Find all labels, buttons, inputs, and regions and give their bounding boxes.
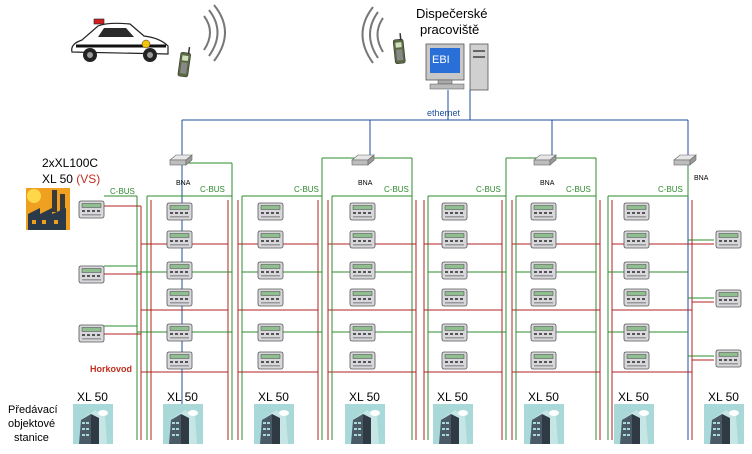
controller-icon bbox=[349, 288, 376, 307]
xl50-label: XL 50 bbox=[77, 390, 108, 404]
cbus-label: C-BUS bbox=[110, 187, 135, 196]
left-station-line1: 2xXL100C bbox=[42, 156, 98, 170]
building-icon bbox=[524, 404, 564, 444]
bna-label: BNA bbox=[540, 180, 555, 187]
bus-wiring bbox=[137, 162, 233, 440]
building-icon bbox=[704, 404, 744, 444]
controller-icon bbox=[257, 351, 284, 370]
controller-icon bbox=[623, 202, 650, 221]
bus-wiring bbox=[423, 157, 601, 440]
xl50-label: XL 50 bbox=[258, 390, 289, 404]
cbus-label: C-BUS bbox=[200, 185, 225, 194]
controller-icon bbox=[441, 202, 468, 221]
bna-label: BNA bbox=[694, 175, 709, 182]
dispatch-title-line2: pracoviště bbox=[420, 22, 479, 37]
mobile-phone-icon bbox=[177, 45, 193, 78]
building-icon bbox=[163, 404, 203, 444]
bna-label: BNA bbox=[358, 180, 373, 187]
bna-label: BNA bbox=[176, 180, 191, 187]
left-station-line2: XL 50 (VS) bbox=[42, 172, 100, 186]
controller-icon bbox=[623, 288, 650, 307]
controller-grid bbox=[166, 202, 742, 370]
controller-icon bbox=[257, 202, 284, 221]
controller-icon bbox=[166, 351, 193, 370]
xl50-label: XL 50 bbox=[708, 390, 739, 404]
police-car-icon bbox=[71, 18, 169, 62]
xl50-label: XL 50 bbox=[437, 390, 468, 404]
bus-wiring-left bbox=[104, 195, 142, 440]
controller-icon bbox=[530, 288, 557, 307]
controller-icon bbox=[257, 288, 284, 307]
controller-icon bbox=[78, 200, 105, 219]
xl50-label: XL 50 bbox=[528, 390, 559, 404]
controller-icon bbox=[715, 289, 742, 308]
horkovod-label: Horkovod bbox=[90, 364, 132, 374]
cbus-label: C-BUS bbox=[566, 185, 591, 194]
cbus-label: C-BUS bbox=[384, 185, 409, 194]
building-icon bbox=[433, 404, 473, 444]
building-icon bbox=[254, 404, 294, 444]
xl50-label: XL 50 bbox=[349, 390, 380, 404]
computer-icon bbox=[425, 43, 489, 91]
controller-icon bbox=[441, 323, 468, 342]
ethernet-label: ethernet bbox=[427, 108, 461, 118]
router-icon bbox=[533, 154, 557, 166]
building-icon bbox=[345, 404, 385, 444]
mobile-phone-icon bbox=[391, 32, 406, 65]
controller-icon bbox=[257, 261, 284, 280]
controller-icon bbox=[623, 323, 650, 342]
controller-icon bbox=[166, 230, 193, 249]
controller-icon bbox=[349, 202, 376, 221]
controller-icon bbox=[349, 230, 376, 249]
controller-icon bbox=[623, 351, 650, 370]
station-row: XL 50 XL 50 XL 50 XL 50 XL 50 XL 50 XL 50 XL 50 bbox=[73, 390, 744, 444]
controller-icon bbox=[166, 202, 193, 221]
controller-icon bbox=[530, 261, 557, 280]
ethernet-network bbox=[181, 90, 689, 440]
controller-icon bbox=[349, 323, 376, 342]
building-icon bbox=[73, 404, 113, 444]
controller-icon bbox=[623, 230, 650, 249]
controller-icon bbox=[78, 265, 105, 284]
controller-icon bbox=[166, 261, 193, 280]
signal-waves-icon bbox=[203, 4, 226, 62]
controller-icon bbox=[715, 349, 742, 368]
building-icon bbox=[614, 404, 654, 444]
controller-icon bbox=[257, 323, 284, 342]
dispatch-title-line1: Dispečerské bbox=[416, 6, 488, 21]
controller-icon bbox=[441, 261, 468, 280]
controller-icon bbox=[257, 230, 284, 249]
station-label-line1: Předávací bbox=[8, 404, 58, 416]
ebi-label: EBI bbox=[432, 54, 450, 66]
cbus-label: C-BUS bbox=[294, 185, 319, 194]
controller-icon bbox=[623, 261, 650, 280]
factory-icon bbox=[26, 188, 70, 230]
xl50-label: XL 50 bbox=[618, 390, 649, 404]
router-icon bbox=[673, 154, 697, 166]
controller-icon bbox=[530, 323, 557, 342]
controller-icon bbox=[441, 351, 468, 370]
controller-icon bbox=[166, 323, 193, 342]
controller-icon bbox=[715, 230, 742, 249]
cbus-label: C-BUS bbox=[658, 185, 683, 194]
controller-icon bbox=[530, 351, 557, 370]
signal-waves-icon bbox=[361, 6, 384, 64]
bus-wiring bbox=[237, 157, 417, 440]
controller-icon bbox=[349, 261, 376, 280]
controller-icon bbox=[530, 230, 557, 249]
router-icon bbox=[351, 154, 375, 166]
controller-icon bbox=[530, 202, 557, 221]
xl50-label: XL 50 bbox=[167, 390, 198, 404]
controller-icon bbox=[166, 288, 193, 307]
controller-icon bbox=[441, 230, 468, 249]
cbus-label: C-BUS bbox=[476, 185, 501, 194]
controller-icon bbox=[349, 351, 376, 370]
station-label-line3: stanice bbox=[14, 432, 49, 444]
controller-icon bbox=[78, 324, 105, 343]
station-label-line2: objektové bbox=[8, 418, 55, 430]
controller-icon bbox=[441, 288, 468, 307]
